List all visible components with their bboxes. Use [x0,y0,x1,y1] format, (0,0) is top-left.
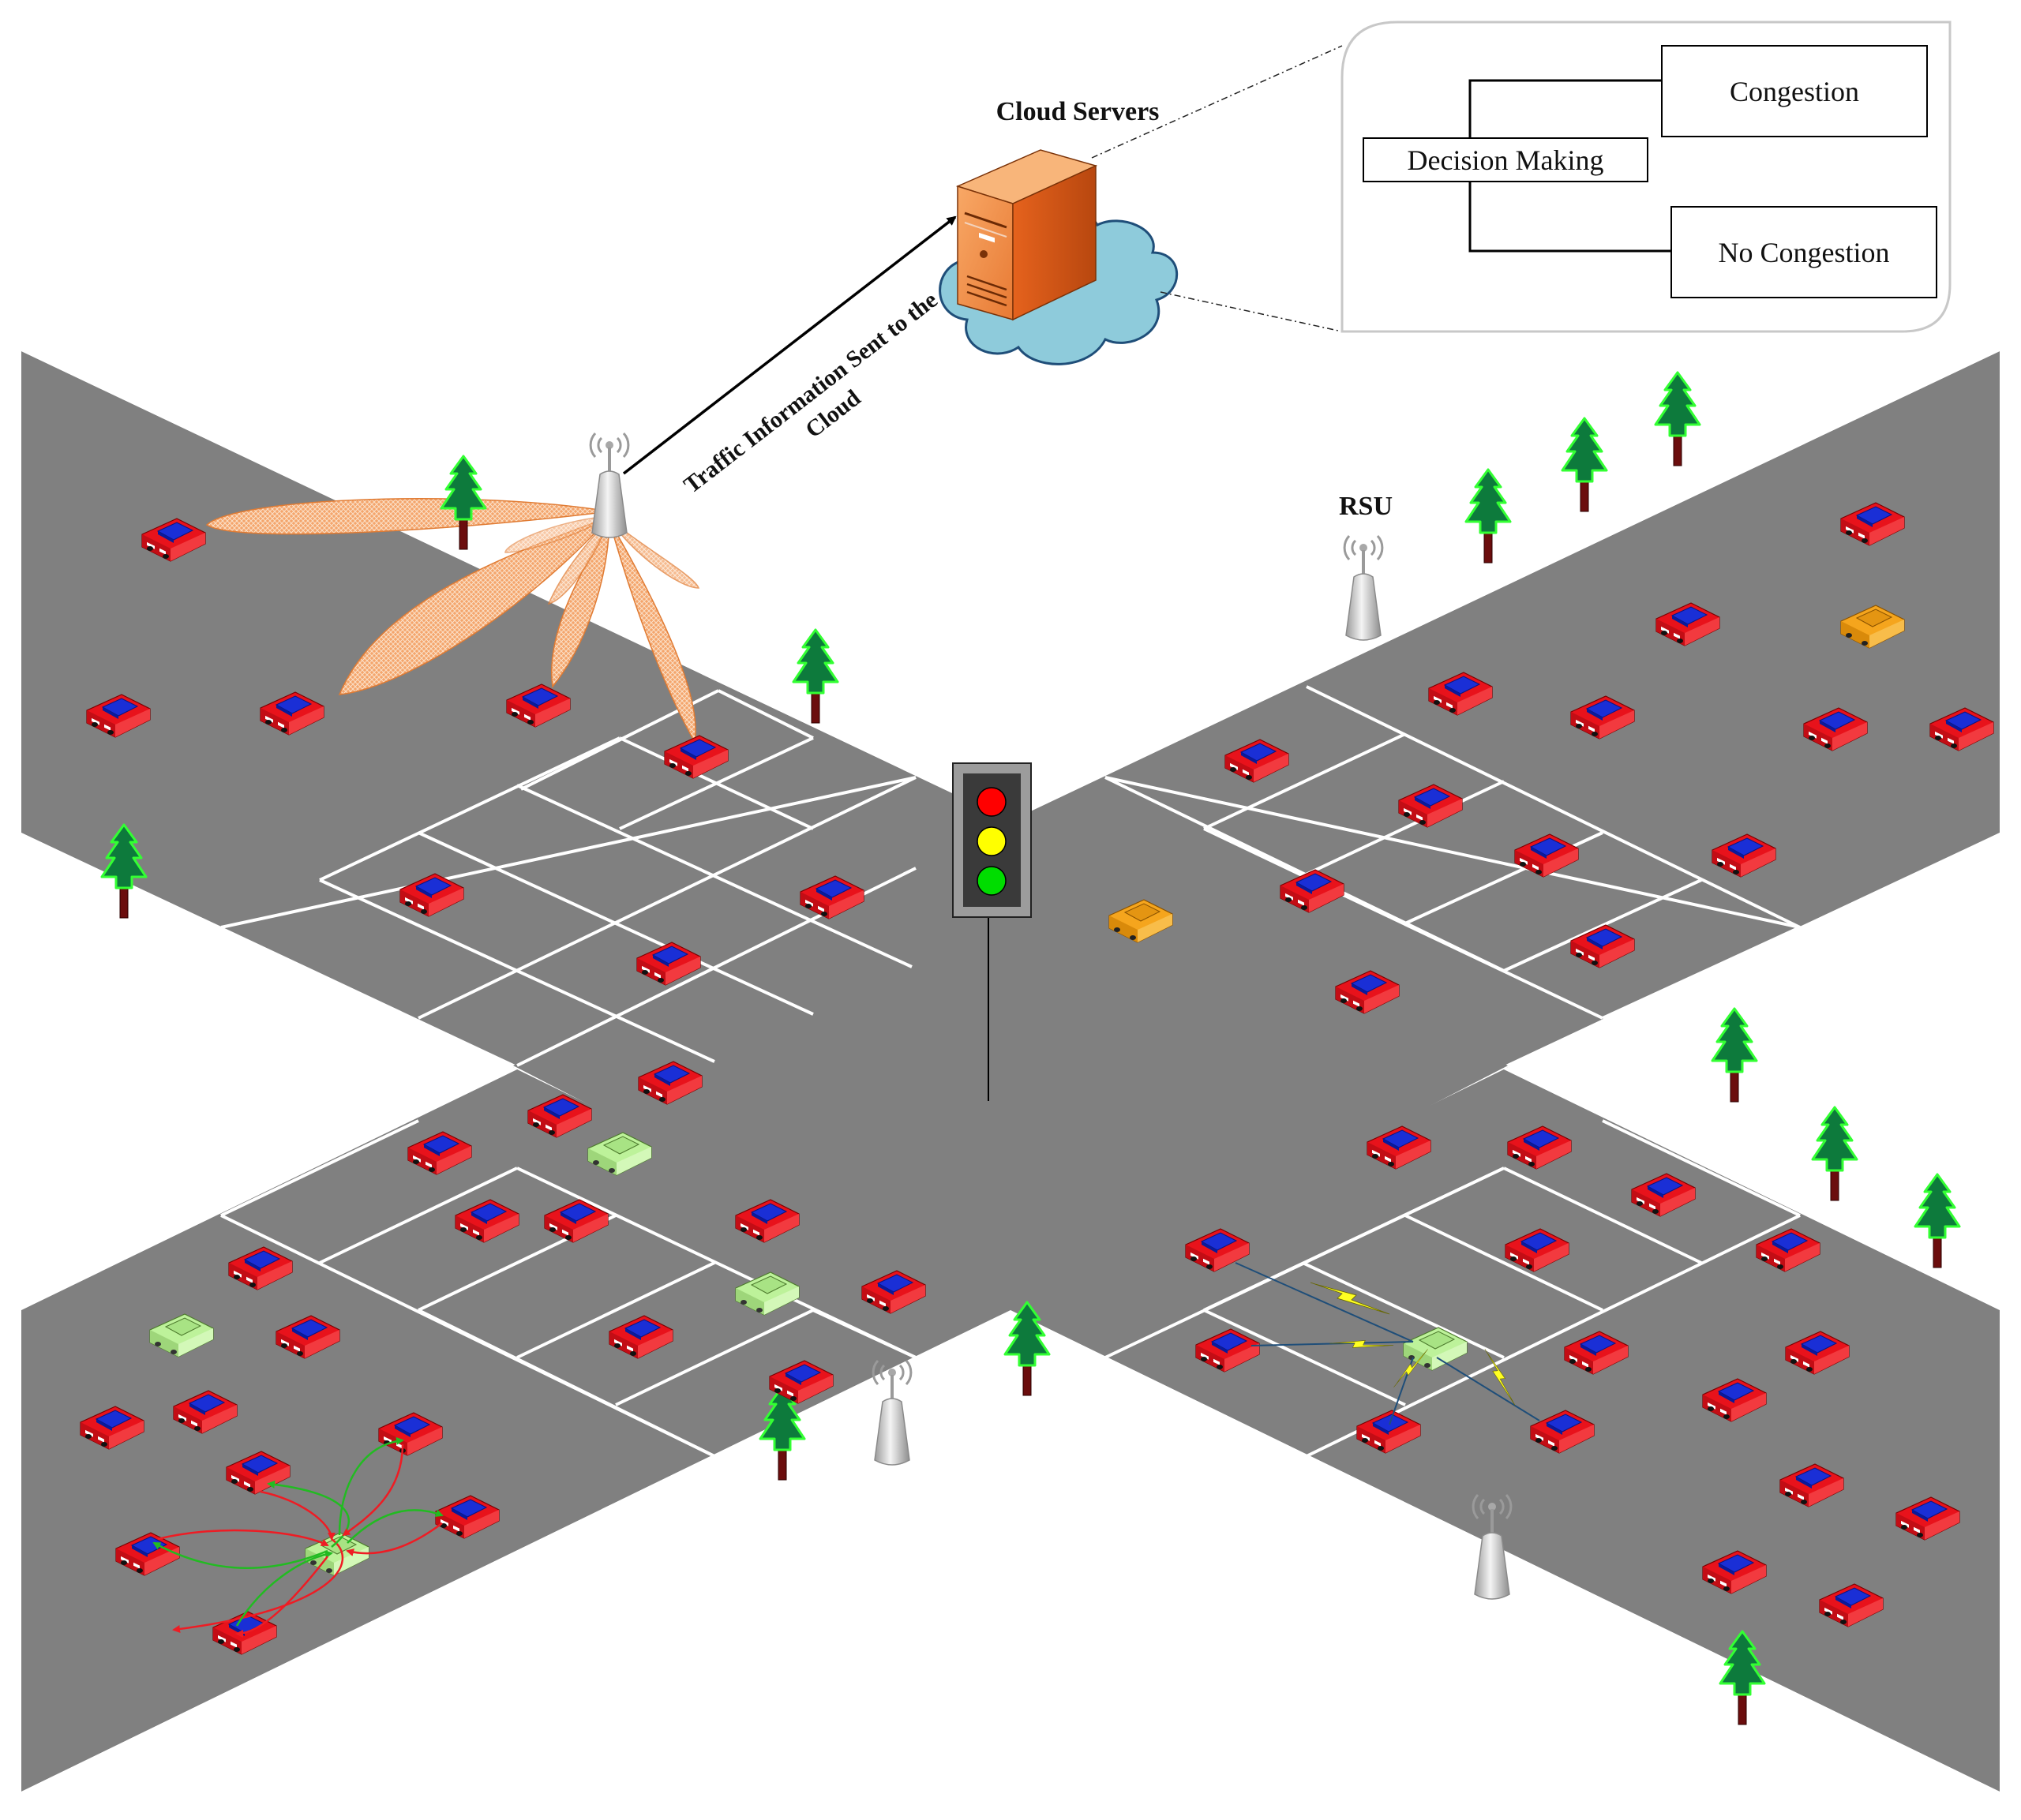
v2v-links [152,1436,444,1638]
decision-panel: Decision Making Congestion No Congestion [1340,21,1952,333]
antenna-beams [205,498,700,744]
traffic-light-green [977,866,1007,896]
congestion-label: Congestion [1730,76,1859,107]
cloud-servers-label: Cloud Servers [996,97,1160,126]
decision-making-label: Decision Making [1408,144,1604,176]
traffic-light-yellow [977,826,1007,856]
server-icon [955,149,1098,321]
congestion-box [1661,45,1928,137]
no-congestion-box [1670,206,1937,298]
decision-making-box [1363,137,1648,182]
traffic-light-icon [952,762,1032,1101]
no-congestion-label: No Congestion [1718,237,1889,268]
traffic-light-red [977,787,1007,817]
v2v-links-se [1235,1262,1540,1425]
rsu-label: RSU [1339,492,1393,521]
